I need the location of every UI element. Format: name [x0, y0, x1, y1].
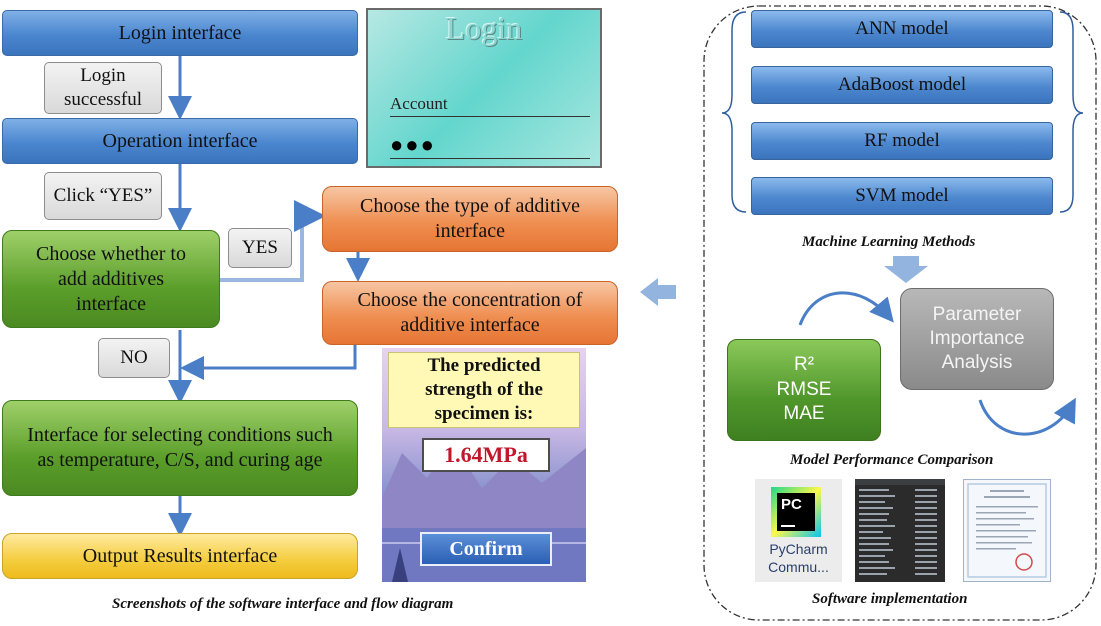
curved-arrow-bottom: [978, 397, 1076, 436]
pycharm-caption-line2: Commu...: [768, 559, 829, 575]
password-dots: ●●●: [390, 132, 436, 157]
no-label: NO: [98, 338, 170, 378]
account-label: Account: [390, 94, 448, 113]
metrics-box: R² RMSE MAE: [727, 339, 881, 441]
login-screen: Login Account ●●●: [366, 8, 602, 168]
ml-panel-border: [703, 5, 1097, 621]
choose-additives-box: Choose whether to add additives interfac…: [2, 230, 220, 328]
click-yes-label: Click “YES”: [44, 172, 162, 220]
model-svm: SVM model: [751, 177, 1053, 215]
login-title: Login: [445, 10, 523, 46]
metric-rmse: RMSE: [776, 378, 832, 400]
right-brace: [1059, 11, 1084, 213]
model-rf: RF model: [751, 122, 1053, 160]
arrow-yes-to-type: [220, 200, 326, 282]
confirm-button[interactable]: Confirm: [420, 532, 552, 566]
pycharm-thumbnail: PC PyCharm Commu...: [755, 479, 842, 582]
pycharm-caption-line1: PyCharm: [769, 541, 828, 557]
model-adaboost: AdaBoost model: [751, 66, 1053, 104]
password-input[interactable]: [390, 158, 590, 159]
down-arrow: [884, 256, 928, 283]
certificate-thumbnail: [963, 479, 1051, 582]
big-left-arrow: [640, 278, 676, 306]
methods-caption: Machine Learning Methods: [802, 234, 976, 250]
arrow-concentration-to-conditions: [180, 345, 357, 380]
parameter-importance-box: Parameter Importance Analysis: [900, 288, 1054, 390]
choose-additives-line1: Choose whether to: [36, 242, 186, 265]
metric-r2: R²: [793, 353, 815, 375]
conditions-box: Interface for selecting conditions such …: [2, 400, 358, 496]
account-input[interactable]: [390, 116, 590, 117]
caption-left: Screenshots of the software interface an…: [112, 596, 454, 612]
choose-concentration-box: Choose the concentration of additive int…: [322, 281, 618, 345]
login-successful-label: Login successful: [44, 62, 162, 114]
model-ann: ANN model: [751, 10, 1053, 48]
left-brace: [721, 11, 747, 213]
choose-type-box: Choose the type of additive interface: [322, 186, 618, 252]
metric-mae: MAE: [783, 403, 825, 425]
performance-caption: Model Performance Comparison: [790, 452, 994, 468]
code-editor-thumbnail: [855, 479, 945, 582]
predicted-value-box: 1.64MPa: [422, 438, 550, 472]
operation-interface-box: Operation interface: [2, 118, 358, 164]
choose-additives-line3: interface: [76, 292, 146, 315]
yes-label: YES: [228, 228, 292, 268]
result-screen: The predicted strength of the specimen i…: [382, 348, 586, 582]
predicted-text-box: The predicted strength of the specimen i…: [388, 352, 580, 428]
pycharm-icon-text: PC: [781, 496, 802, 513]
login-interface-box: Login interface: [2, 10, 358, 56]
pycharm-icon: PC: [771, 487, 821, 537]
output-results-box: Output Results interface: [2, 533, 358, 579]
curved-arrow-top: [798, 291, 894, 326]
software-caption: Software implementation: [812, 591, 968, 607]
choose-additives-line2: add additives: [57, 267, 165, 290]
